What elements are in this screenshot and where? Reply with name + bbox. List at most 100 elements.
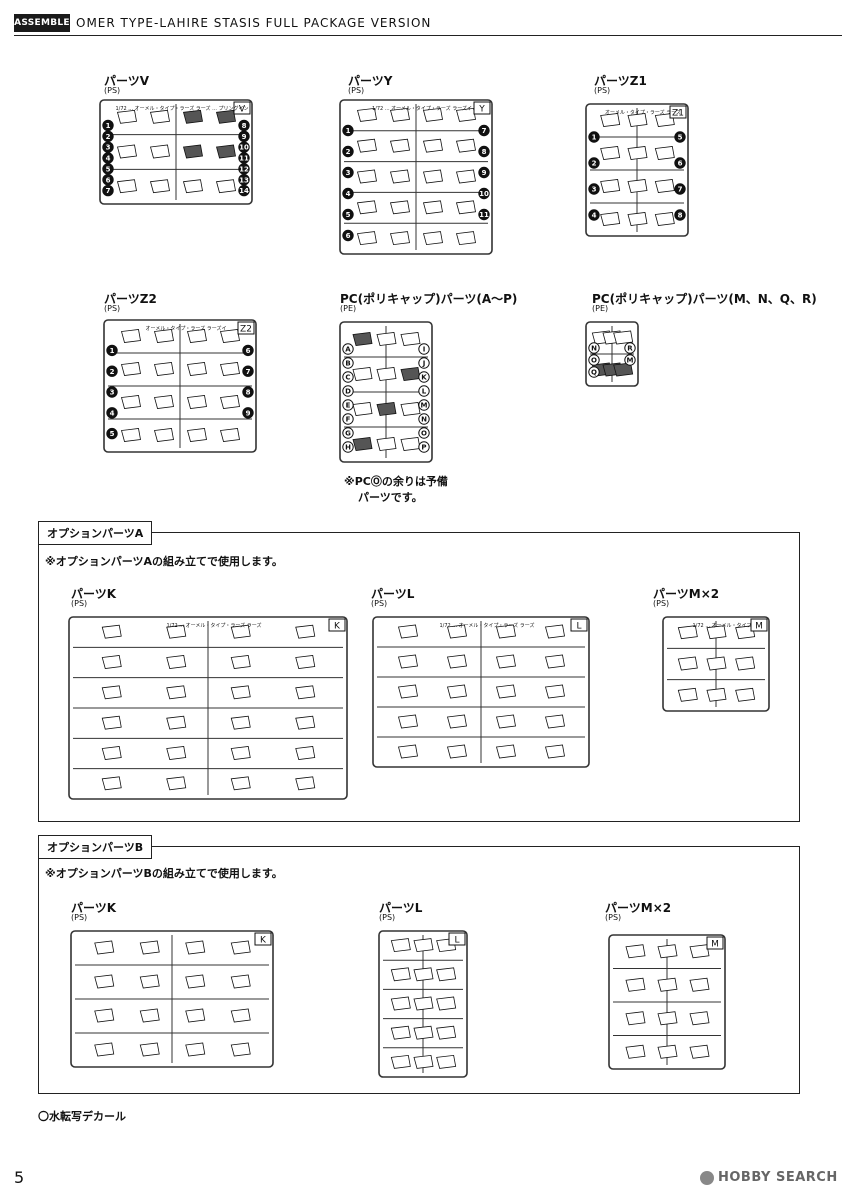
- pc-spare-note: ※PCⓄの余りは予備 パーツです。: [344, 474, 448, 506]
- sprue-part-shape: [600, 212, 621, 226]
- part-number-text: 1: [592, 134, 597, 142]
- part-number-text: I: [423, 346, 426, 354]
- sprue-caption: オーメル・タイプ・ラーズ ラーズ: [605, 109, 681, 116]
- pc-spare-note-line1: ※PCⓄの余りは予備: [344, 475, 448, 488]
- sprue-label-box: [448, 932, 466, 946]
- sprue-part-shape: [397, 744, 418, 759]
- sprue-frame: [103, 319, 257, 453]
- part-number-text: 6: [106, 176, 111, 184]
- option-a-title: オプションパーツA: [38, 521, 153, 545]
- option-b-k-material: (PS): [71, 913, 88, 922]
- part-number-marker: [342, 357, 354, 369]
- sprue-part-shape: [185, 1042, 206, 1057]
- sprue-part-shape: [230, 655, 251, 669]
- part-number-marker: [102, 184, 114, 197]
- sprue-part-shape: [120, 428, 141, 442]
- sprue-part-shape: [495, 684, 516, 699]
- sprue-part-shape: [446, 714, 467, 729]
- option-a-k-title: パーツK: [71, 587, 117, 601]
- sprue-part-shape: [677, 656, 698, 671]
- part-number-text: 1: [106, 122, 111, 130]
- sprue-part-shape: [94, 974, 115, 989]
- part-pc2-title: PC(ポリキャップ)パーツ(M、N、Q、R): [592, 292, 817, 306]
- part-number-text: E: [346, 402, 351, 410]
- sprue-caption: 1/72 ... オーメル・タイプ・ラーズ ラーズ: [439, 622, 534, 629]
- part-number-text: 14: [239, 187, 249, 195]
- sprue-part-shape: [390, 1025, 411, 1040]
- part-number-text: A: [345, 346, 351, 354]
- part-number-text: D: [345, 388, 351, 396]
- sprue-label-text: L: [576, 622, 581, 632]
- sprue-part-shape: [544, 624, 565, 639]
- part-z1-title: パーツZ1: [594, 74, 647, 88]
- sprue-part-shape: [116, 109, 137, 124]
- option-b-l-material: (PS): [379, 913, 396, 922]
- sprue-part-shape: [219, 362, 240, 376]
- part-number-text: 5: [678, 134, 683, 142]
- sprue-part-shape: [390, 1054, 411, 1069]
- sprue-part-shape: [657, 944, 678, 959]
- sprue-frame: [70, 930, 274, 1068]
- sprue-part-shape: [149, 179, 170, 194]
- sprue-part-shape: [413, 938, 434, 953]
- sprue-frame: [608, 934, 726, 1070]
- part-number-marker: [588, 209, 600, 221]
- part-number-marker: [478, 208, 490, 221]
- sprue-label-box: [570, 618, 588, 632]
- part-number-marker: [588, 366, 600, 378]
- sprue-frame: [372, 616, 590, 768]
- sprue-frame: [585, 103, 689, 237]
- sprue-part-shape: [436, 996, 457, 1011]
- part-number-marker: [418, 371, 430, 383]
- sprue-part-shape: [101, 746, 122, 760]
- sprue-label-text: M: [755, 622, 763, 632]
- sprue-part-shape: [230, 685, 251, 700]
- option-a-l-material: (PS): [371, 599, 388, 608]
- part-number-text: 3: [592, 186, 597, 194]
- part-number-marker: [242, 407, 254, 419]
- sprue-bl-diagram: L: [378, 930, 468, 1078]
- sprue-label-box: [254, 932, 272, 946]
- sprue-part-shape: [600, 113, 621, 127]
- part-number-text: M: [627, 357, 634, 365]
- sprue-frame: [99, 99, 253, 205]
- part-z2-material: (PS): [104, 304, 121, 313]
- sprue-part-shape: [295, 655, 316, 669]
- sprue-part-shape: [436, 967, 457, 982]
- part-number-marker: [624, 342, 636, 354]
- part-number-marker: [418, 441, 430, 453]
- sprue-part-shape: [689, 977, 710, 992]
- sprue-part-shape: [627, 179, 648, 193]
- sprue-part-shape: [295, 624, 316, 639]
- sprue-part-shape: [376, 437, 397, 451]
- sprue-part-shape: [389, 138, 410, 153]
- sprue-part-shape: [706, 625, 727, 640]
- part-number-marker: [478, 145, 490, 158]
- sprue-label-text: V: [239, 105, 246, 115]
- sprue-part-shape: [94, 940, 115, 955]
- sprue-part-shape: [153, 395, 174, 409]
- sprue-part-shape: [230, 776, 251, 791]
- option-b-l-title: パーツL: [379, 901, 423, 915]
- part-number-marker: [624, 354, 636, 366]
- option-b-note: ※オプションパーツBの組み立てで使用します。: [45, 867, 283, 880]
- sprue-part-shape: [356, 107, 377, 122]
- sprue-part-shape: [230, 715, 251, 730]
- sprue-part-shape: [186, 362, 207, 376]
- pc-spare-note-line2: パーツです。: [358, 491, 423, 504]
- header-tag: ASSEMBLE: [14, 14, 70, 32]
- sprue-label-box: [233, 101, 251, 115]
- sprue-bk-diagram: K: [70, 930, 274, 1068]
- sprue-label-box: [706, 936, 724, 950]
- part-number-text: 8: [242, 122, 247, 130]
- part-number-text: 2: [592, 160, 597, 168]
- sprue-part-shape: [186, 329, 207, 343]
- part-number-text: 2: [106, 133, 111, 141]
- sprue-part-shape: [400, 437, 421, 451]
- part-number-marker: [588, 354, 600, 366]
- part-number-text: N: [421, 416, 427, 424]
- option-a-box: オプションパーツA ※オプションパーツAの組み立てで使用します。 パーツK (P…: [38, 521, 800, 822]
- header-rule: [14, 35, 842, 36]
